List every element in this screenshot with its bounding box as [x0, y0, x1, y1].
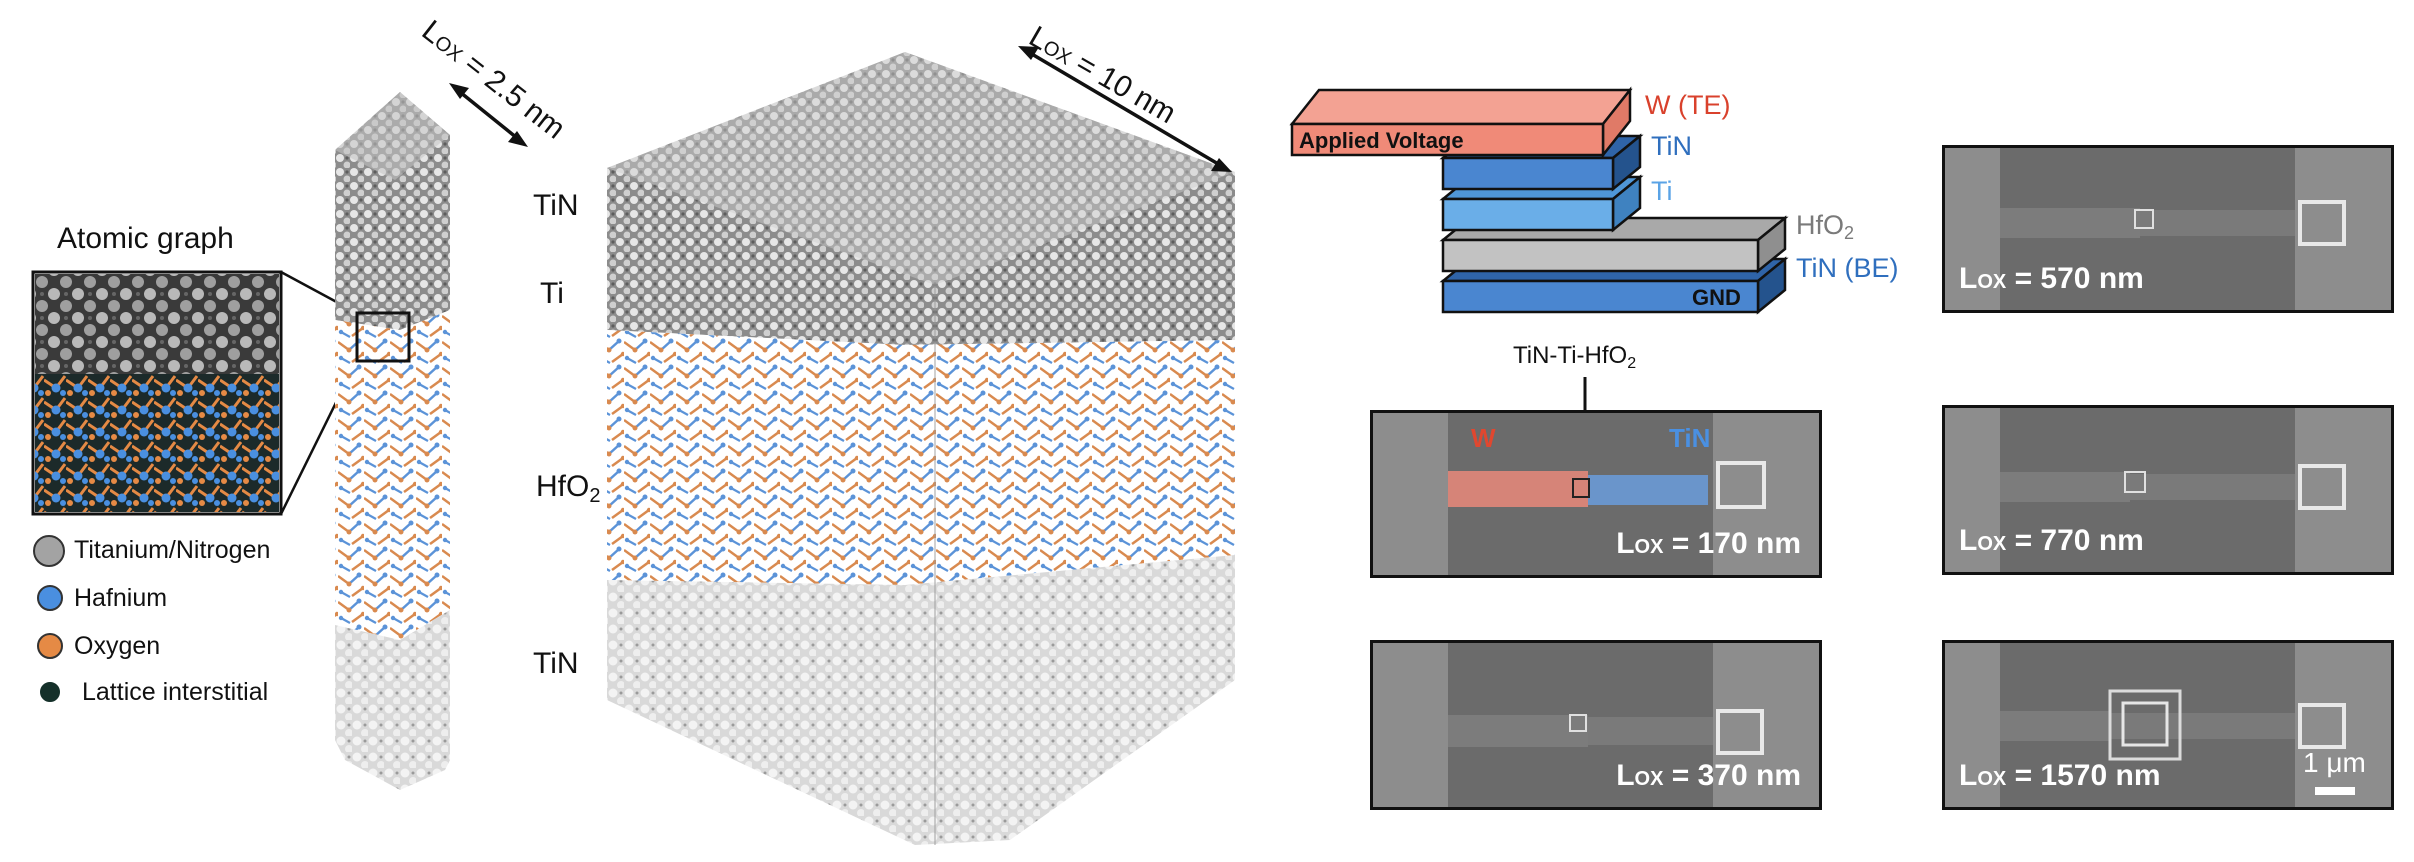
atomic-graph-title: Atomic graph [57, 222, 234, 255]
scale-bar-label: 1 μm [2303, 747, 2366, 778]
sem-overlay-tin: TiN [1669, 423, 1711, 453]
sem-label-370nm: LOX = 370 nm [1616, 759, 1801, 792]
sem-label-770nm: LOX = 770 nm [1959, 524, 2144, 557]
layer-label-tin-bottom: TiN [533, 647, 579, 680]
applied-voltage-label: Applied Voltage [1299, 128, 1464, 153]
sem-image-770nm: LOX = 770 nm [1942, 405, 2394, 575]
legend-hafnium: Hafnium [74, 584, 168, 612]
legend-dot-lattice-interstitial [40, 682, 60, 702]
layer-label-tin-top: TiN [533, 189, 579, 222]
layer-label-hfo2: HfO2 [536, 470, 601, 507]
legend-dot-titanium-nitrogen [33, 535, 65, 567]
sem-image-570nm: LOX = 570 nm [1942, 145, 2394, 313]
label-w-te: W (TE) [1645, 90, 1731, 120]
sem-overlay-w: W [1471, 423, 1496, 453]
large-length-arrow [1018, 46, 1232, 172]
small-length-arrow [449, 83, 528, 147]
sem-label-570nm: LOX = 570 nm [1959, 262, 2144, 295]
stack-layer-w-te [1289, 86, 1633, 159]
sem-image-1570nm: LOX = 1570 nm 1 μm [1942, 640, 2394, 810]
sem-image-170nm: W TiN LOX = 170 nm [1370, 410, 1822, 578]
label-tin: TiN [1651, 131, 1692, 161]
sem-label-1570nm: LOX = 1570 nm [1959, 759, 2161, 792]
label-ti: Ti [1651, 176, 1673, 206]
layer-label-ti: Ti [540, 277, 564, 310]
scale-bar [2315, 787, 2355, 795]
legend-dot-oxygen [37, 633, 63, 659]
legend-lattice-interstitial: Lattice interstitial [82, 678, 269, 706]
legend-oxygen: Oxygen [74, 632, 161, 660]
sem-label-170nm: LOX = 170 nm [1616, 527, 1801, 560]
legend-titanium-nitrogen: Titanium/Nitrogen [74, 536, 271, 564]
label-tin-be: TiN (BE) [1796, 253, 1899, 283]
legend-dot-hafnium [37, 585, 63, 611]
gnd-label: GND [1692, 285, 1741, 310]
label-hfo2: HfO2 [1796, 210, 1855, 243]
sem-image-370nm: LOX = 370 nm [1370, 640, 1822, 810]
pointer-label: TiN-Ti-HfO2 [1513, 342, 1637, 372]
